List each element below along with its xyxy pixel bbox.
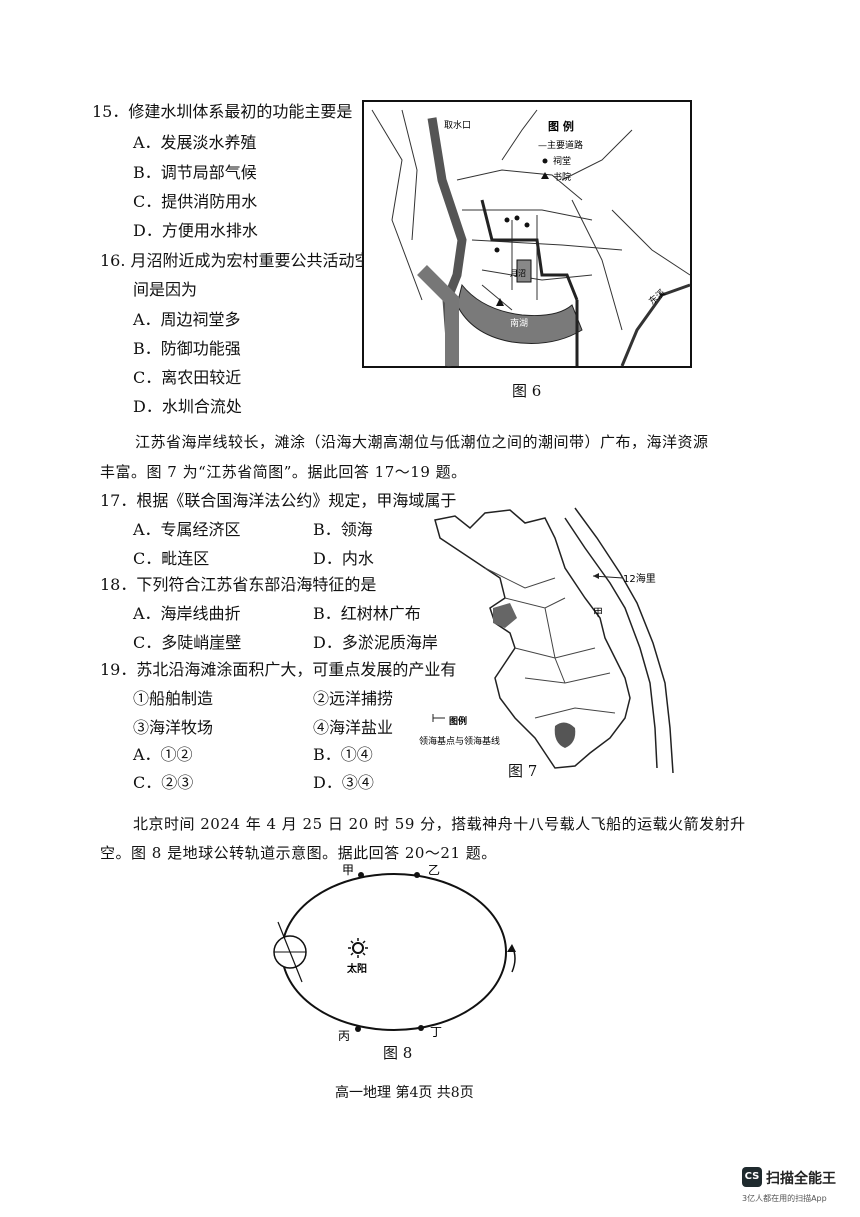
- q18-option-b: B．红树林广布: [313, 604, 421, 623]
- q17-option-b: B．领海: [313, 520, 373, 539]
- point-ding-label: 丁: [430, 1025, 442, 1039]
- fig7-legend-text: 领海基点与领海基线: [419, 735, 500, 747]
- sun-icon: [352, 942, 364, 954]
- sun-label: 太阳: [346, 962, 367, 975]
- q19-stem: 19．苏北沿海滩涂面积广大，可重点发展的产业有: [100, 660, 457, 679]
- moon-pond: [516, 259, 532, 283]
- q16-option-c: C．离农田较近: [133, 368, 242, 387]
- east-river: [620, 283, 691, 367]
- q19-option-c: C．②③: [133, 773, 194, 792]
- jiangsu-outline: [434, 509, 631, 769]
- q19-option-d: D．③④: [313, 773, 374, 792]
- q15-option-d: D．方便用水排水: [133, 221, 258, 240]
- q16-stem-line2: 间是因为: [133, 280, 198, 299]
- academy-legend-icon: [541, 172, 549, 179]
- q16-option-d: D．水圳合流处: [133, 397, 242, 416]
- q19-option-a: A．①②: [133, 745, 193, 764]
- fig6-legend-academy: 书院: [553, 171, 571, 183]
- fig6-legend-road: —主要道路: [538, 139, 583, 151]
- q19-item-1: ①船舶制造: [133, 689, 214, 708]
- point-bing: [355, 1026, 361, 1032]
- q16-stem-line1: 16. 月沼附近成为宏村重要公共活动空: [100, 251, 371, 270]
- shenzhou-passage-line1: 北京时间 2024 年 4 月 25 日 20 时 59 分，搭载神舟十八号载人…: [133, 815, 746, 833]
- point-yi: [414, 872, 420, 878]
- moon-pond-label: 月沼: [510, 269, 526, 278]
- figure8-orbit: 太阳 甲 乙 丙 丁: [273, 863, 516, 1043]
- twelve-nm-line: [574, 507, 674, 774]
- q15-option-c: C．提供消防用水: [133, 192, 258, 211]
- hongze-lake: [493, 603, 517, 628]
- fig6-legend-title: 图 例: [548, 119, 574, 133]
- fig6-legend-temple: 祠堂: [553, 155, 571, 167]
- q17-option-d: D．内水: [313, 549, 374, 568]
- point-yi-label: 乙: [428, 863, 440, 877]
- jiangsu-passage-line2: 丰富。图 7 为“江苏省简图”。据此回答 17～19 题。: [100, 463, 467, 481]
- nautical-label: 12海里: [623, 572, 656, 585]
- figure6-map: 取水口 南湖 月沼 东溪 图 例 —主要道路 祠堂 书院: [362, 100, 692, 368]
- main-road: [480, 199, 579, 301]
- sea-jia-label: 甲: [593, 608, 603, 619]
- q15-option-a: A．发展淡水养殖: [133, 133, 257, 152]
- figure7-caption: 图 7: [508, 762, 538, 780]
- q19-item-4: ④海洋盐业: [313, 718, 394, 737]
- academy-marker: [496, 298, 504, 306]
- page-footer: 高一地理 第4页 共8页: [335, 1085, 474, 1101]
- q19-option-b: B．①④: [313, 745, 373, 764]
- fig7-legend-title: 图例: [449, 715, 467, 727]
- q19-item-3: ③海洋牧场: [133, 718, 214, 737]
- q15-option-b: B．调节局部气候: [133, 163, 257, 182]
- watermark-brand: 扫描全能王: [766, 1171, 836, 1187]
- q18-option-d: D．多淤泥质海岸: [313, 633, 438, 652]
- figure7-map: 12海里 甲 图例 领海基点与领海基线: [419, 507, 674, 774]
- figure8-caption: 图 8: [383, 1044, 413, 1062]
- q17-option-a: A．专属经济区: [133, 520, 241, 539]
- temple-legend-icon: [542, 158, 548, 164]
- territorial-baseline: [564, 517, 658, 769]
- point-jia: [358, 872, 364, 878]
- shenzhou-passage-line2: 空。图 8 是地球公转轨道示意图。据此回答 20～21 题。: [100, 844, 497, 862]
- point-jia-label: 甲: [342, 863, 354, 877]
- figure6-caption: 图 6: [512, 382, 542, 400]
- earth-orbit: [281, 873, 507, 1031]
- inlet-label: 取水口: [444, 119, 471, 131]
- q19-item-2: ②远洋捕捞: [313, 689, 394, 708]
- point-ding: [418, 1025, 424, 1031]
- q17-stem: 17．根据《联合国海洋法公约》规定，甲海域属于: [100, 491, 457, 510]
- watermark-tagline: 3亿人都在用的扫描App: [742, 1194, 827, 1203]
- q18-option-c: C．多陡峭崖壁: [133, 633, 242, 652]
- q15-stem: 15．修建水圳体系最初的功能主要是: [92, 102, 353, 121]
- point-bing-label: 丙: [338, 1029, 350, 1043]
- q17-option-c: C．毗连区: [133, 549, 210, 568]
- south-lake: [456, 283, 583, 344]
- q16-option-a: A．周边祠堂多: [133, 310, 241, 329]
- jiangsu-passage-line1: 江苏省海岸线较长，滩涂（沿海大潮高潮位与低潮位之间的潮间带）广布，海洋资源: [135, 433, 709, 451]
- taihu-lake: [554, 722, 576, 748]
- pond-label: 南湖: [510, 317, 528, 329]
- q16-option-b: B．防御功能强: [133, 339, 241, 358]
- cs-logo: CS: [742, 1167, 762, 1187]
- q18-option-a: A．海岸线曲折: [133, 604, 241, 623]
- q18-stem: 18．下列符合江苏省东部沿海特征的是: [100, 575, 377, 594]
